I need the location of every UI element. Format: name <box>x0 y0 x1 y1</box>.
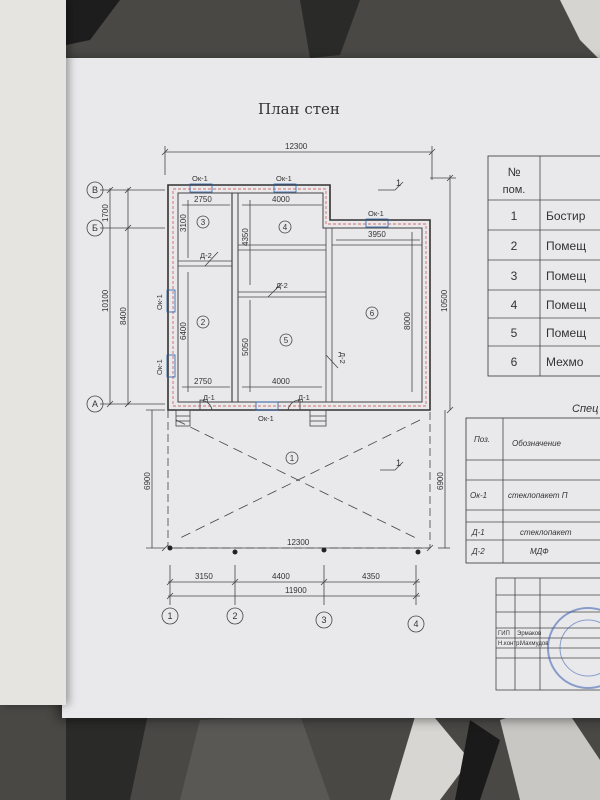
label-ok1-c: Ок-1 <box>368 209 384 218</box>
axis-label-4: 4 <box>413 619 418 629</box>
dim-left-vb: 1700 <box>101 204 110 222</box>
table-row-name: Помещ <box>546 269 586 283</box>
stamp-gip-name: Эрмаков <box>517 631 541 637</box>
dim-left-total: 10100 <box>101 289 110 312</box>
label-d2-c: Д-2 <box>338 352 347 364</box>
dim-right-total: 10500 <box>440 289 449 312</box>
label-ok1-e: Ок-1 <box>155 359 164 375</box>
dim-top-total: 12300 <box>285 142 308 151</box>
explication-table: № пом. 1 Бостир 2 Помещ 3 Помещ 4 Помещ … <box>503 165 587 369</box>
label-ok1-b: Ок-1 <box>276 174 292 183</box>
spec-row-desig: стеклопакет <box>520 528 572 537</box>
dim-porch-depth-right: 6900 <box>436 472 445 490</box>
table-row-no: 6 <box>511 355 518 369</box>
table-row-no: 4 <box>511 298 518 312</box>
label-d1-b: Д-1 <box>298 393 310 402</box>
room-number-5: 5 <box>284 336 289 345</box>
axis-label-a: А <box>92 399 98 409</box>
table-row-name: Помещ <box>546 326 586 340</box>
section-mark-top: 1 <box>396 178 401 188</box>
room-number-6: 6 <box>370 309 375 318</box>
label-ok1-d: Ок-1 <box>155 294 164 310</box>
dim-room3-w: 2750 <box>194 195 212 204</box>
spec-row-desig: стеклопакет П <box>508 491 568 500</box>
table-row-name: Помещ <box>546 239 586 253</box>
spec-col-pos: Поз. <box>474 435 490 444</box>
axis-label-b: Б <box>92 223 98 233</box>
room-number-4: 4 <box>283 223 288 232</box>
section-mark-bottom: 1 <box>396 458 401 468</box>
table-row-no: 5 <box>511 326 518 340</box>
stamp-gip: ГИП <box>498 631 510 637</box>
specification-table: Спец Поз. Обозначение Ок-1 стеклопакет П… <box>470 403 598 556</box>
dim-room4-h: 4350 <box>241 228 250 246</box>
dim-axis-12: 3150 <box>195 572 213 581</box>
dim-axis-23: 4400 <box>272 572 290 581</box>
dim-room2-w: 2750 <box>194 377 212 386</box>
stamp-nkontr-name: Махмудов <box>520 641 548 647</box>
spec-row-pos: Д-2 <box>471 547 485 556</box>
dim-room2-h: 6400 <box>179 322 188 340</box>
title-block: ГИП Эрмаков Н.контр. Махмудов <box>498 631 548 647</box>
room-number-2: 2 <box>201 318 206 327</box>
spec-row-pos: Ок-1 <box>470 491 487 500</box>
table-row-name: Мехмо <box>546 355 584 369</box>
dim-room6-w: 3950 <box>368 230 386 239</box>
axis-label-v: В <box>92 185 98 195</box>
label-d1-a: Д-1 <box>203 393 215 402</box>
dim-left-ba: 8400 <box>119 307 128 325</box>
dim-porch-depth: 6900 <box>143 472 152 490</box>
table-row-no: 2 <box>511 239 518 253</box>
label-ok1-a: Ок-1 <box>192 174 208 183</box>
dim-axis-34: 4350 <box>362 572 380 581</box>
spec-col-desig: Обозначение <box>512 439 562 448</box>
table-row-no: 3 <box>511 269 518 283</box>
dim-axis-14: 11900 <box>285 586 307 595</box>
axis-label-2: 2 <box>232 611 237 621</box>
stamp-nkontr: Н.контр. <box>498 641 521 647</box>
label-d2-b: Д-2 <box>276 281 288 290</box>
dim-room4-w: 4000 <box>272 195 290 204</box>
table-row-no: 1 <box>511 209 518 223</box>
album-cover <box>0 0 66 705</box>
dim-room6-h: 8000 <box>403 312 412 330</box>
spec-row-pos: Д-1 <box>471 528 485 537</box>
dim-room3-h: 3100 <box>179 214 188 232</box>
axis-label-1: 1 <box>167 611 172 621</box>
table-row-name: Помещ <box>546 298 586 312</box>
axis-label-3: 3 <box>321 615 326 625</box>
dim-room5-h: 5050 <box>241 338 250 356</box>
drawing-sheet <box>62 58 600 718</box>
label-ok1-f: Ок-1 <box>258 414 274 423</box>
dim-room5-w: 4000 <box>272 377 290 386</box>
table-header-no: № <box>508 165 521 179</box>
table-row-name: Бостир <box>546 209 586 223</box>
page-title: План стен <box>258 100 340 118</box>
room-number-3: 3 <box>201 218 206 227</box>
dim-bottom-total: 12300 <box>287 538 310 547</box>
table-header-pom: пом. <box>503 184 526 196</box>
label-d2-a: Д-2 <box>200 251 212 260</box>
spec-row-desig: МДФ <box>530 547 549 556</box>
spec-title: Спец <box>572 403 598 415</box>
stamp-seal <box>547 607 600 689</box>
room-number-1: 1 <box>290 454 295 463</box>
